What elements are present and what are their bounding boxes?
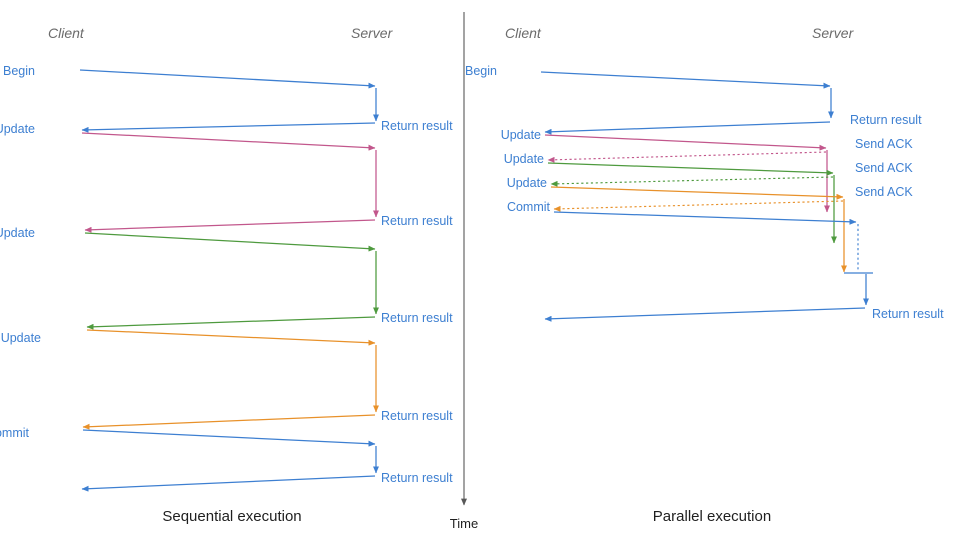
arrow-request-begin-parallel bbox=[540, 71, 831, 89]
label-request-update1: Update bbox=[0, 122, 35, 136]
arrow-response-begin bbox=[81, 122, 376, 133]
label-response-update1: Return result bbox=[381, 214, 453, 228]
message-group-update3-sequential: Update Return result bbox=[1, 329, 453, 430]
arrow-ack-update3-parallel bbox=[553, 200, 844, 212]
time-axis-label: Time bbox=[450, 516, 478, 531]
label-request-commit-parallel: Commit bbox=[507, 200, 551, 214]
arrow-request-update2 bbox=[84, 232, 376, 252]
message-group-update2-sequential: Update Return result bbox=[0, 226, 453, 330]
message-group-begin-parallel: Begin Return result bbox=[465, 64, 922, 135]
arrow-request-update1 bbox=[81, 132, 376, 151]
arrow-request-update2-parallel bbox=[547, 162, 834, 176]
label-request-begin: Begin bbox=[3, 64, 35, 78]
message-group-begin-sequential: Begin Return result bbox=[3, 64, 453, 133]
lane-header-client-sequential: Client bbox=[48, 25, 85, 41]
message-group-commit-sequential: Commit Return result bbox=[0, 426, 453, 492]
lane-header-client-parallel: Client bbox=[505, 25, 542, 41]
arrow-response-update3 bbox=[82, 414, 376, 430]
time-axis: Time bbox=[450, 12, 478, 531]
message-group-update3-parallel: Update Send ACK bbox=[507, 176, 913, 273]
label-response-begin-parallel: Return result bbox=[850, 113, 922, 127]
arrow-request-commit-parallel bbox=[553, 211, 857, 225]
label-request-update3-parallel: Update bbox=[507, 176, 547, 190]
arrow-request-update3-parallel bbox=[550, 186, 844, 200]
label-response-commit: Return result bbox=[381, 471, 453, 485]
label-request-update2-parallel: Update bbox=[504, 152, 544, 166]
message-group-update1-sequential: Update Return result bbox=[0, 122, 453, 233]
arrow-request-update1-parallel bbox=[544, 134, 827, 151]
label-response-commit-parallel: Return result bbox=[872, 307, 944, 321]
arrow-request-commit bbox=[82, 429, 376, 447]
message-group-commit-parallel: Commit Return result bbox=[507, 200, 944, 322]
label-ack-update2-parallel: Send ACK bbox=[855, 161, 913, 175]
lane-header-server-parallel: Server bbox=[812, 25, 855, 41]
label-ack-update1-parallel: Send ACK bbox=[855, 137, 913, 151]
label-request-commit: Commit bbox=[0, 426, 30, 440]
arrow-request-begin bbox=[79, 69, 376, 89]
arrow-response-commit bbox=[81, 475, 376, 492]
message-group-update1-parallel: Update Send ACK bbox=[501, 128, 913, 213]
arrow-response-commit-parallel bbox=[544, 307, 866, 322]
label-response-update2: Return result bbox=[381, 311, 453, 325]
arrow-ack-update1-parallel bbox=[547, 151, 827, 163]
arrow-response-begin-parallel bbox=[544, 121, 831, 135]
label-request-update3: Update bbox=[1, 331, 41, 345]
caption-parallel: Parallel execution bbox=[653, 508, 771, 525]
message-group-update2-parallel: Update Send ACK bbox=[504, 152, 913, 244]
label-ack-update3-parallel: Send ACK bbox=[855, 185, 913, 199]
arrow-ack-update2-parallel bbox=[550, 176, 834, 187]
panel-sequential: Client Server Begin Return result Update… bbox=[0, 25, 453, 525]
label-response-begin: Return result bbox=[381, 119, 453, 133]
label-request-update2: Update bbox=[0, 226, 35, 240]
panel-parallel: Client Server Begin Return result Update… bbox=[465, 25, 944, 525]
label-response-update3: Return result bbox=[381, 409, 453, 423]
arrow-request-update3 bbox=[86, 329, 376, 346]
label-request-update1-parallel: Update bbox=[501, 128, 541, 142]
arrow-response-update1 bbox=[84, 219, 376, 233]
caption-sequential: Sequential execution bbox=[162, 508, 301, 525]
lane-header-server-sequential: Server bbox=[351, 25, 394, 41]
arrow-response-update2 bbox=[86, 316, 376, 330]
label-request-begin-parallel: Begin bbox=[465, 64, 497, 78]
